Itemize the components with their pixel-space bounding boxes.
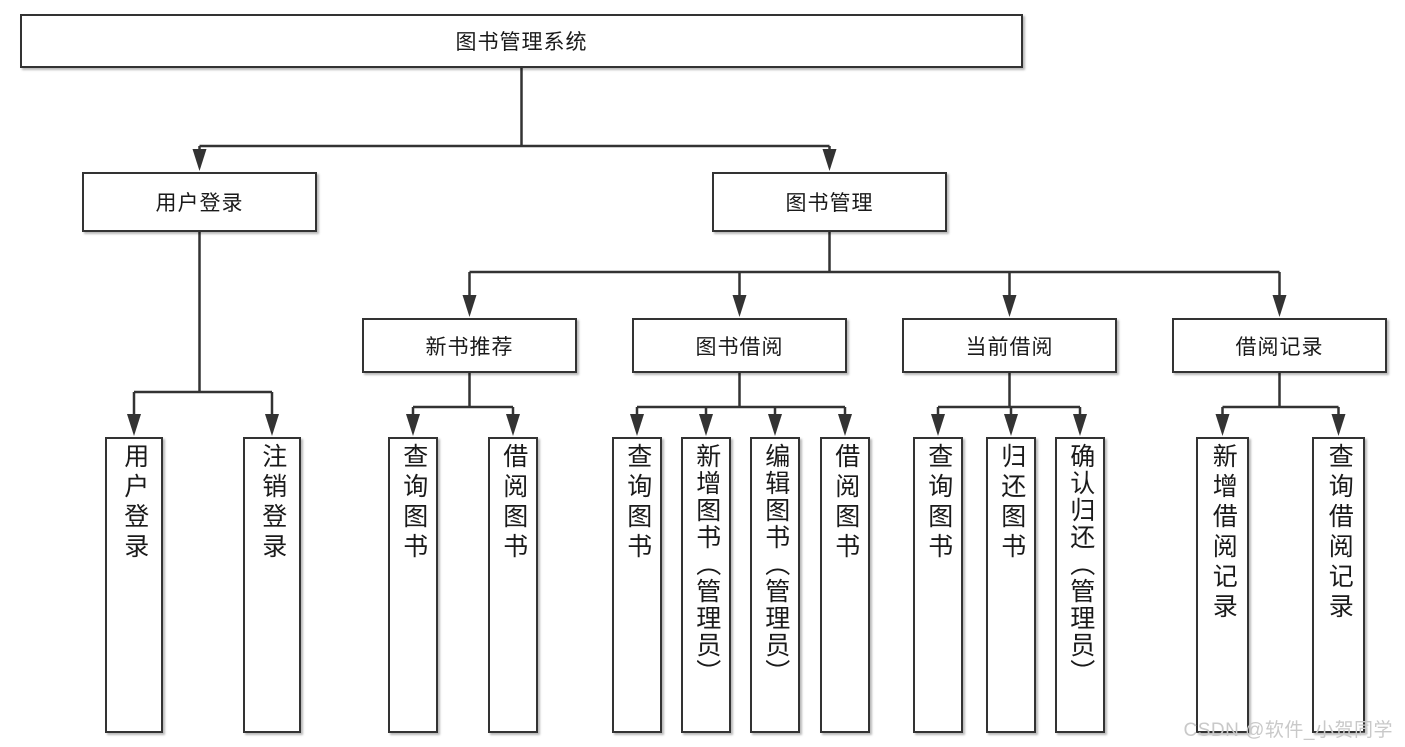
arrowhead-icon xyxy=(630,414,644,436)
node-用户登录-0[interactable]: 用户登录 xyxy=(105,437,163,733)
arrowhead-icon xyxy=(838,414,852,436)
node-新书推荐-0[interactable]: 新书推荐 xyxy=(362,318,577,373)
arrowhead-icon xyxy=(1272,295,1287,317)
node-label: 查询借阅记录 xyxy=(1325,443,1354,623)
arrowhead-icon xyxy=(406,414,420,436)
node-当前借阅-2[interactable]: 当前借阅 xyxy=(902,318,1117,373)
node-新增图书管理员-5[interactable]: 新增图书（管理员） xyxy=(681,437,731,733)
arrowhead-icon xyxy=(931,414,945,436)
node-label: 新增图书（管理员） xyxy=(692,443,721,686)
node-label: 查询图书 xyxy=(924,443,953,563)
watermark-text: CSDN @软件_小贺同学 xyxy=(1183,720,1393,741)
node-编辑图书管理员-6[interactable]: 编辑图书（管理员） xyxy=(750,437,800,733)
node-label: 编辑图书（管理员） xyxy=(761,443,790,686)
node-查询借阅记录-12[interactable]: 查询借阅记录 xyxy=(1312,437,1365,733)
node-label: 当前借阅 xyxy=(965,335,1054,359)
arrowhead-icon xyxy=(1215,414,1230,436)
node-图书借阅-1[interactable]: 图书借阅 xyxy=(632,318,847,373)
node-label: 借阅记录 xyxy=(1235,335,1324,359)
node-label: 查询图书 xyxy=(399,443,428,563)
node-归还图书-9[interactable]: 归还图书 xyxy=(986,437,1036,733)
arrowhead-icon xyxy=(1073,414,1087,436)
arrowhead-icon xyxy=(506,414,520,436)
node-确认归还管理员-10[interactable]: 确认归还（管理员） xyxy=(1055,437,1105,733)
node-label: 用户登录 xyxy=(155,192,244,215)
arrowhead-icon xyxy=(265,414,279,436)
node-图书管理系统[interactable]: 图书管理系统 xyxy=(20,14,1023,68)
arrowhead-icon xyxy=(192,149,207,171)
node-label: 借阅图书 xyxy=(831,443,860,563)
node-label: 图书管理 xyxy=(785,192,874,215)
node-label: 用户登录 xyxy=(120,443,149,563)
node-查询图书-2[interactable]: 查询图书 xyxy=(388,437,438,733)
arrowhead-icon xyxy=(127,414,141,436)
node-label: 查询图书 xyxy=(623,443,652,563)
node-查询图书-4[interactable]: 查询图书 xyxy=(612,437,662,733)
node-注销登录-1[interactable]: 注销登录 xyxy=(243,437,301,733)
arrowhead-icon xyxy=(1004,414,1018,436)
node-借阅记录-3[interactable]: 借阅记录 xyxy=(1172,318,1387,373)
node-label: 新书推荐 xyxy=(425,335,514,359)
arrowhead-icon xyxy=(732,295,747,317)
node-label: 确认归还（管理员） xyxy=(1066,443,1095,686)
node-图书管理-1[interactable]: 图书管理 xyxy=(712,172,947,232)
node-label: 图书借阅 xyxy=(695,335,784,359)
arrowhead-icon xyxy=(699,414,713,436)
arrowhead-icon xyxy=(822,149,837,171)
node-用户登录-0[interactable]: 用户登录 xyxy=(82,172,317,232)
node-借阅图书-3[interactable]: 借阅图书 xyxy=(488,437,538,733)
arrowhead-icon xyxy=(1331,414,1346,436)
node-label: 新增借阅记录 xyxy=(1209,443,1238,623)
node-借阅图书-7[interactable]: 借阅图书 xyxy=(820,437,870,733)
node-label: 注销登录 xyxy=(258,443,287,563)
node-label: 归还图书 xyxy=(997,443,1026,563)
node-新增借阅记录-11[interactable]: 新增借阅记录 xyxy=(1196,437,1249,733)
node-label: 图书管理系统 xyxy=(455,31,588,54)
arrowhead-icon xyxy=(768,414,782,436)
node-label: 借阅图书 xyxy=(499,443,528,563)
arrowhead-icon xyxy=(1002,295,1017,317)
arrowhead-icon xyxy=(462,295,477,317)
node-查询图书-8[interactable]: 查询图书 xyxy=(913,437,963,733)
